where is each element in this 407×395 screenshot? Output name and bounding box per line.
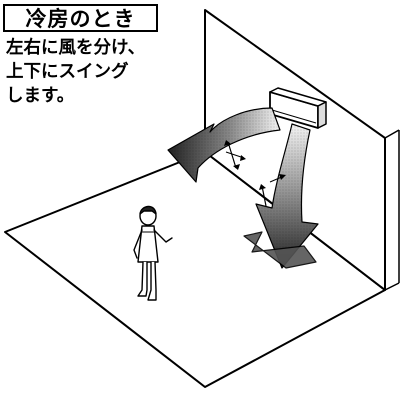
description-line-1: 左右に風を分け、 bbox=[6, 38, 146, 58]
description-line-2: 上下にスイング bbox=[6, 62, 129, 82]
title-box: 冷房のとき bbox=[3, 4, 158, 32]
page-title: 冷房のとき bbox=[25, 7, 136, 31]
airflow-left-arrow bbox=[167, 107, 281, 183]
description-line-3: します。 bbox=[6, 86, 75, 106]
airflow-down-arrow bbox=[243, 123, 319, 269]
person-figure bbox=[133, 205, 173, 301]
description: 左右に風を分け、 上下にスイング します。 bbox=[6, 36, 176, 108]
air-conditioner bbox=[269, 87, 327, 129]
